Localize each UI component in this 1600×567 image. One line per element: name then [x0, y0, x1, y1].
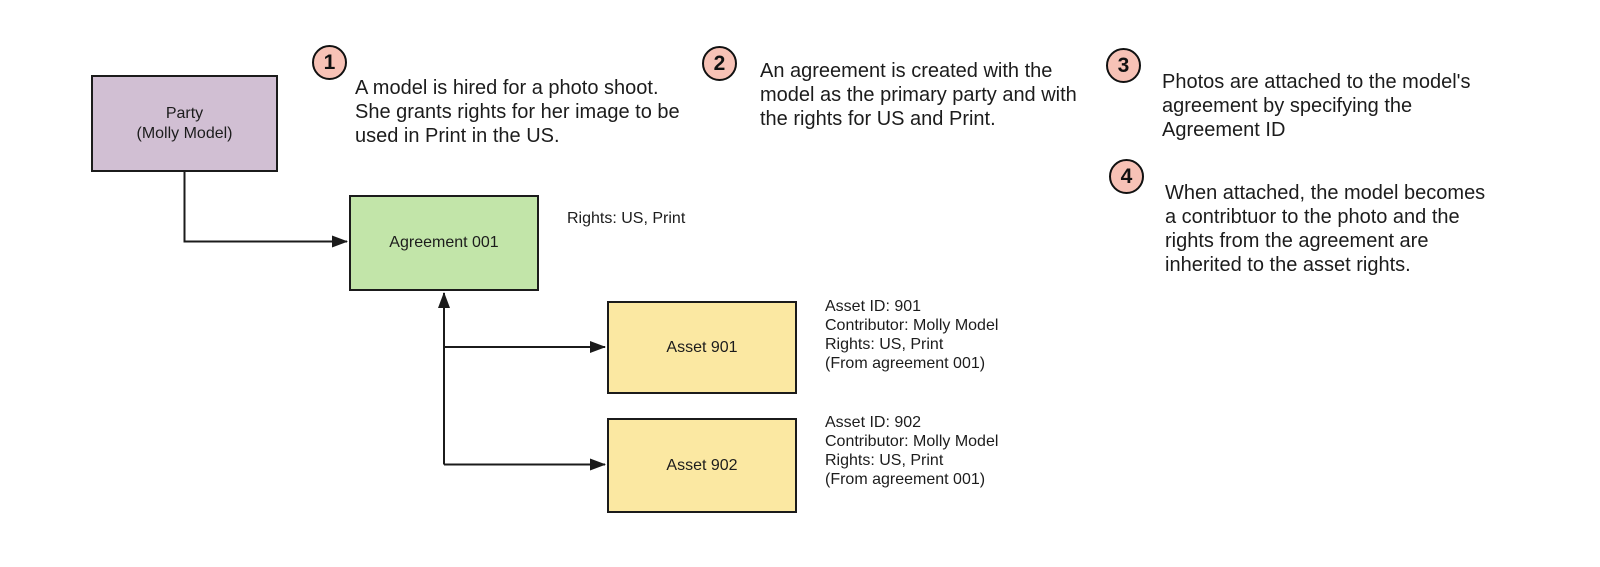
annotation-1-badge: 1	[312, 45, 347, 80]
annotation-2-text: An agreement is created with the model a…	[760, 60, 1077, 130]
asset-901-node: Asset 901	[607, 301, 797, 394]
asset-902-node: Asset 902	[607, 418, 797, 513]
annotation-3-text: Photos are attached to the model's agree…	[1162, 71, 1471, 141]
annotation-4-badge: 4	[1109, 159, 1144, 194]
agreement-rights-label: Rights: US, Print	[567, 210, 686, 227]
party-node: Party (Molly Model)	[91, 75, 278, 172]
annotation-2-badge: 2	[702, 46, 737, 81]
asset-901-details: Asset ID: 901 Contributor: Molly Model R…	[825, 298, 999, 372]
annotation-1-text: A model is hired for a photo shoot. She …	[355, 77, 680, 147]
annotation-3-badge: 3	[1106, 48, 1141, 83]
arrow-party-to-agreement	[183, 172, 348, 248]
annotation-4-text: When attached, the model becomes a contr…	[1165, 182, 1486, 276]
asset-902-details: Asset ID: 902 Contributor: Molly Model R…	[825, 414, 999, 488]
agreement-node: Agreement 001	[349, 195, 539, 291]
